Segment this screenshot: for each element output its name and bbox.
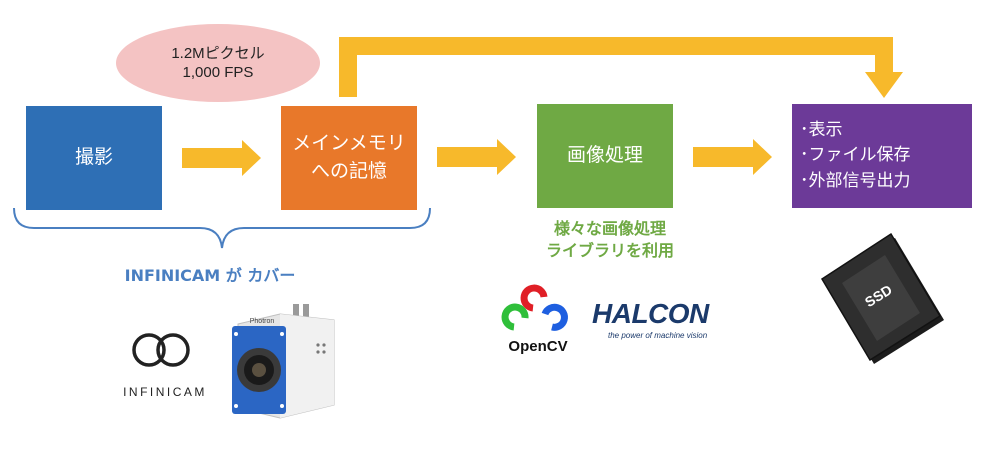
node-memory-label-line1: メインメモリ (292, 132, 406, 155)
output-list: ･表示 ･ファイル保存 ･外部信号出力 (800, 118, 911, 195)
output-item: ･外部信号出力 (800, 170, 911, 191)
output-item: ･ファイル保存 (800, 145, 911, 166)
halcon-tagline: the power of machine vision (608, 331, 708, 340)
arrow-memory-to-output-bypass (339, 37, 903, 98)
node-image-processing: 画像処理 (537, 104, 673, 208)
node-output: ･表示 ･ファイル保存 ･外部信号出力 (792, 104, 972, 208)
library-label-line1: 様々な画像処理 (553, 219, 666, 238)
node-main-memory: メインメモリ への記憶 (281, 106, 417, 210)
arrow-memory-to-process (437, 139, 516, 175)
spec-resolution: 1.2Mピクセル (171, 44, 265, 62)
spec-framerate: 1,000 FPS (182, 64, 254, 81)
camera-icon: Photron (232, 304, 335, 419)
node-process-label: 画像処理 (566, 144, 643, 167)
opencv-wordmark: OpenCV (508, 338, 568, 355)
node-capture: 撮影 (26, 106, 162, 210)
camera-brand-label: Photron (250, 318, 275, 325)
arrow-process-to-output (693, 139, 772, 175)
infinicam-wordmark: INFINICAM (123, 385, 207, 399)
library-label-line2: ライブラリを利用 (545, 241, 674, 261)
infinicam-logo-icon (132, 333, 190, 367)
coverage-label: INFINICAM が カバー (124, 266, 296, 285)
output-item: ･表示 (800, 119, 843, 140)
library-label: 様々な画像処理 ライブラリを利用 (520, 218, 700, 263)
node-memory-label-line2: への記憶 (310, 160, 387, 182)
ssd-icon: SSD (820, 232, 944, 364)
arrow-capture-to-memory (182, 140, 261, 176)
opencv-logo-icon (501, 284, 568, 331)
coverage-brace (13, 207, 431, 249)
node-capture-label: 撮影 (74, 146, 113, 169)
halcon-wordmark: HALCON (592, 298, 709, 329)
spec-ellipse: 1.2Mピクセル 1,000 FPS (116, 24, 320, 102)
